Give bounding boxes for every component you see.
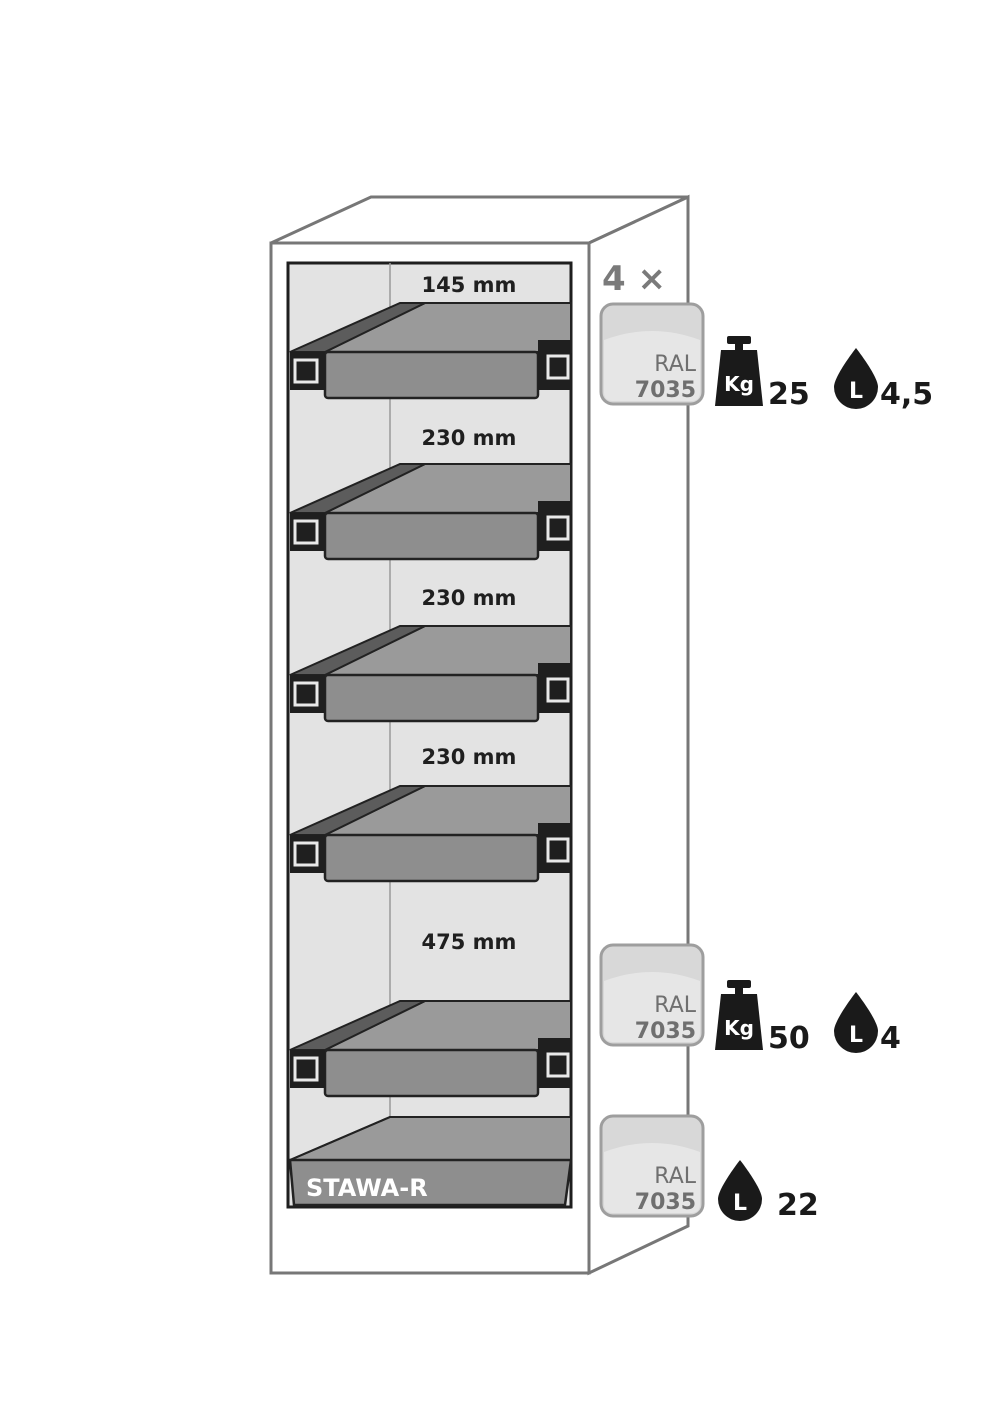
tray-3 [289,625,572,723]
spacing-label-3: 230 mm [422,586,517,610]
weight-icon: Kg [715,980,763,1050]
tray-4 [289,785,572,883]
liquid-drop-icon: L [834,992,878,1053]
l-value-1: 4,5 [880,377,933,412]
liquid-drop-icon: L [718,1160,762,1221]
kg-value-2: 50 [768,1021,810,1056]
spacing-label-2: 230 mm [422,426,517,450]
l-label-1: L [849,379,863,404]
chip-1-line2: 7035 [635,378,696,403]
tray-1 [289,302,572,400]
color-chip-1: RAL 7035 [599,302,705,406]
spacing-label-1: 145 mm [422,273,517,297]
chip-3-line2: 7035 [635,1190,696,1215]
kg-label-1: Kg [724,372,754,396]
weight-icon: Kg [715,336,763,406]
tray-2 [289,463,572,561]
quantity-label: 4 × [602,259,666,299]
spacing-label-5: 475 mm [422,930,517,954]
chip-2-line2: 7035 [635,1019,696,1044]
l-label-2: L [849,1023,863,1048]
kg-value-1: 25 [768,377,810,412]
color-chip-2: RAL 7035 [599,943,705,1047]
chip-2-line1: RAL [654,993,696,1018]
model-label: STAWA-R [306,1174,428,1202]
chip-1-line1: RAL [654,352,696,377]
l-value-2: 4 [880,1021,901,1056]
l-label-3: L [733,1191,747,1216]
tray-5 [289,1000,572,1098]
kg-label-2: Kg [724,1016,754,1040]
l-value-3: 22 [777,1188,819,1223]
spacing-label-4: 230 mm [422,745,517,769]
chip-3-line1: RAL [654,1164,696,1189]
bottom-sump: STAWA-R [288,1116,573,1207]
color-chip-3: RAL 7035 [599,1114,705,1218]
liquid-drop-icon: L [834,348,878,409]
